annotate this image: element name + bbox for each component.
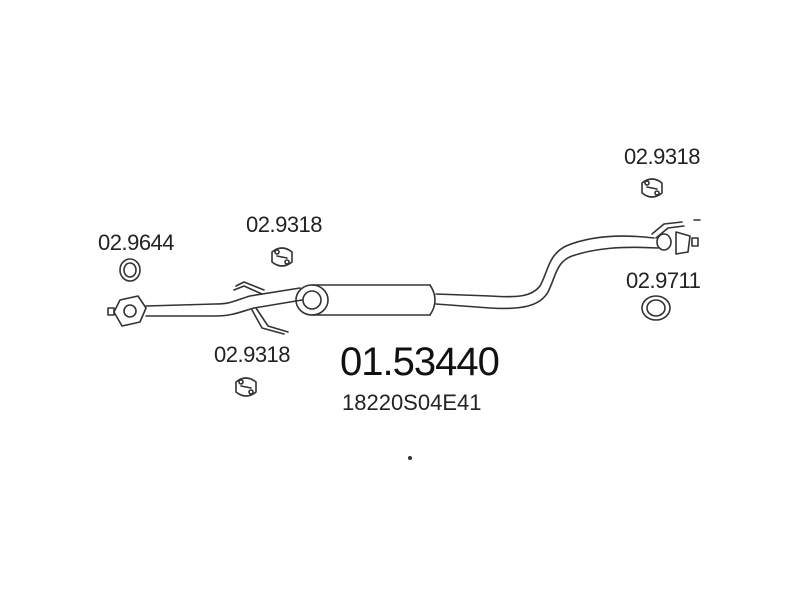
part-label-gasket-front: 02.9644: [98, 230, 175, 255]
part-label-mount-top-right: 02.9318: [624, 144, 701, 169]
front-pipe: [145, 287, 303, 317]
gasket-ring-icon-front: [119, 258, 141, 282]
part-label-mount-top-mid: 02.9318: [246, 212, 323, 237]
rubber-mount-icon-top-mid: [271, 247, 293, 267]
rear-outlet: [656, 219, 701, 255]
oem-part-number: 18220S04E41: [342, 390, 482, 415]
main-part-number: 01.53440: [340, 340, 500, 384]
front-hanger-bracket: [233, 281, 289, 335]
front-flange: [107, 295, 147, 327]
part-label-mount-bottom-left: 02.9318: [214, 342, 291, 367]
rubber-mount-icon-top-right: [641, 178, 663, 198]
rubber-mount-icon-bottom-left: [235, 377, 257, 397]
center-muffler: [295, 284, 436, 316]
stray-dot: [407, 455, 412, 460]
rear-pipe: [435, 235, 659, 310]
gasket-ring-icon-rear: [641, 295, 671, 321]
part-label-gasket-rear: 02.9711: [626, 268, 701, 293]
